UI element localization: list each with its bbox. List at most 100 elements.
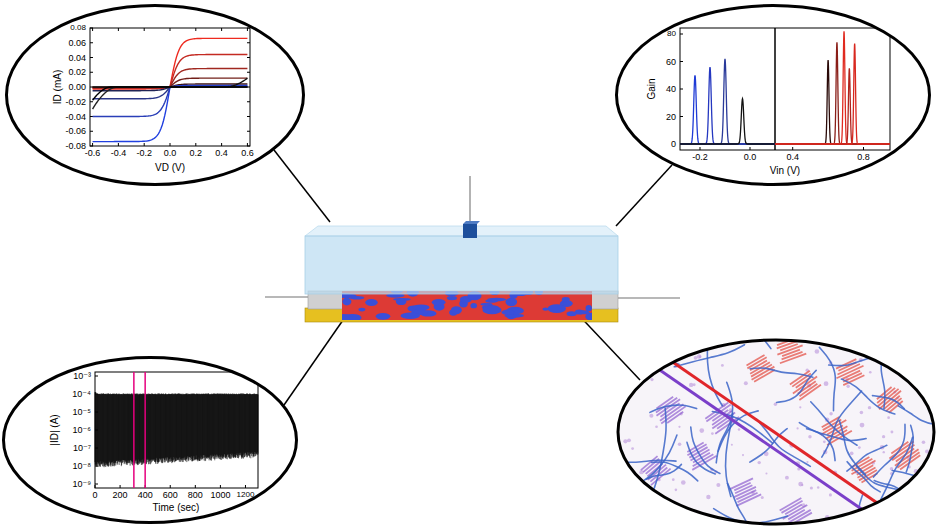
axis-title: ID (mA) bbox=[53, 70, 63, 104]
polymer-domain bbox=[470, 303, 477, 308]
leader-line bbox=[284, 310, 350, 405]
data-curve bbox=[93, 86, 248, 116]
tick-label: 80 bbox=[667, 30, 676, 38]
axis-title: Gain bbox=[647, 78, 657, 99]
tick-label: 400 bbox=[138, 491, 153, 500]
ion-dot bbox=[731, 444, 733, 446]
ion-dot bbox=[785, 476, 789, 480]
tick-mark bbox=[90, 101, 93, 102]
tick-mark bbox=[170, 28, 171, 31]
polymer-chain bbox=[607, 459, 676, 462]
tick-mark bbox=[247, 42, 250, 43]
tick-mark bbox=[144, 143, 145, 146]
ion-dot bbox=[765, 472, 767, 474]
ion-dot bbox=[839, 521, 841, 523]
tick-mark bbox=[118, 28, 119, 31]
tick-mark bbox=[220, 485, 221, 488]
tick-label: 10⁻⁹ bbox=[72, 480, 91, 489]
ion-dot bbox=[810, 486, 813, 489]
polymer-domain bbox=[560, 302, 566, 305]
tick-label: 0.00 bbox=[68, 83, 86, 92]
tick-mark bbox=[90, 131, 93, 132]
ion-dot bbox=[675, 489, 678, 492]
tick-label: 10⁻³ bbox=[73, 372, 91, 381]
polymer-channel bbox=[342, 291, 592, 320]
polymer-chain bbox=[620, 324, 679, 364]
polymer-chain bbox=[576, 332, 627, 361]
tick-mark bbox=[92, 143, 93, 146]
ion-dot bbox=[655, 425, 658, 428]
ion-dot bbox=[711, 432, 714, 435]
tick-label: 20 bbox=[666, 112, 676, 121]
crystallite bbox=[705, 402, 740, 434]
ion-dot bbox=[829, 493, 832, 496]
data-curve bbox=[680, 99, 775, 144]
tick-label: -0.06 bbox=[65, 127, 86, 136]
lamella bbox=[667, 412, 683, 423]
lamella bbox=[877, 388, 895, 403]
polymer-domain bbox=[358, 308, 365, 312]
tick-mark bbox=[120, 485, 121, 488]
tick-mark bbox=[247, 72, 250, 73]
tick-mark bbox=[170, 143, 171, 146]
tick-label: 200 bbox=[113, 491, 128, 500]
lamella bbox=[736, 494, 761, 506]
cycling-plot bbox=[95, 372, 258, 488]
lamella bbox=[780, 354, 806, 364]
ellipse-outline bbox=[615, 4, 931, 186]
tick-mark bbox=[700, 147, 701, 150]
ion-dot bbox=[858, 446, 861, 449]
axis-title: VD (V) bbox=[155, 163, 185, 173]
ion-dot bbox=[796, 427, 798, 429]
tick-label: 10⁻⁷ bbox=[73, 444, 91, 453]
data-curve bbox=[93, 38, 248, 89]
ellipse-border bbox=[617, 6, 930, 185]
phase-boundary bbox=[590, 322, 940, 529]
ion-dot bbox=[742, 454, 744, 456]
tick-mark bbox=[95, 485, 96, 488]
ion-dot bbox=[860, 411, 864, 415]
tick-mark bbox=[92, 28, 93, 31]
ion-dot bbox=[824, 381, 829, 386]
tick-mark bbox=[90, 57, 93, 58]
polymer-chain bbox=[883, 305, 940, 364]
tick-mark bbox=[195, 143, 196, 146]
morphology-ellipse bbox=[618, 340, 934, 524]
polymer-domain bbox=[376, 313, 391, 320]
electrolyte-top bbox=[305, 226, 618, 236]
tick-label: 0.4 bbox=[786, 153, 799, 162]
ion-dot bbox=[798, 482, 803, 487]
polymer-chain bbox=[906, 425, 913, 472]
tick-label: 0.0 bbox=[744, 153, 757, 162]
ion-dot bbox=[922, 440, 926, 444]
output-plot bbox=[90, 28, 250, 146]
axis-title: Time (sec) bbox=[153, 503, 200, 513]
plot-layer bbox=[90, 28, 940, 529]
polymer-domain bbox=[413, 305, 430, 311]
ion-dot bbox=[911, 522, 915, 526]
tick-label: 0 bbox=[671, 140, 676, 149]
ion-dot bbox=[757, 461, 760, 464]
data-curve bbox=[93, 55, 248, 89]
marker-line bbox=[144, 372, 146, 488]
ion-dot bbox=[681, 480, 686, 485]
data-curve bbox=[93, 78, 248, 87]
data-curve bbox=[680, 59, 775, 144]
ion-dot bbox=[649, 414, 653, 418]
tick-label: -0.02 bbox=[65, 97, 86, 106]
tick-mark bbox=[247, 28, 248, 31]
ion-dot bbox=[883, 451, 885, 453]
ion-dot bbox=[672, 478, 675, 481]
polymer-chain bbox=[881, 334, 885, 408]
axis-frame bbox=[680, 28, 890, 150]
tick-mark bbox=[170, 485, 171, 488]
polymer-domain bbox=[567, 311, 577, 316]
polymer-domain bbox=[451, 306, 462, 314]
crystallite bbox=[833, 358, 868, 387]
ion-dot bbox=[860, 423, 865, 428]
data-curve bbox=[775, 60, 890, 144]
ion-dot bbox=[716, 483, 720, 487]
ion-dot bbox=[932, 501, 936, 505]
tick-label: 0.04 bbox=[68, 53, 86, 62]
